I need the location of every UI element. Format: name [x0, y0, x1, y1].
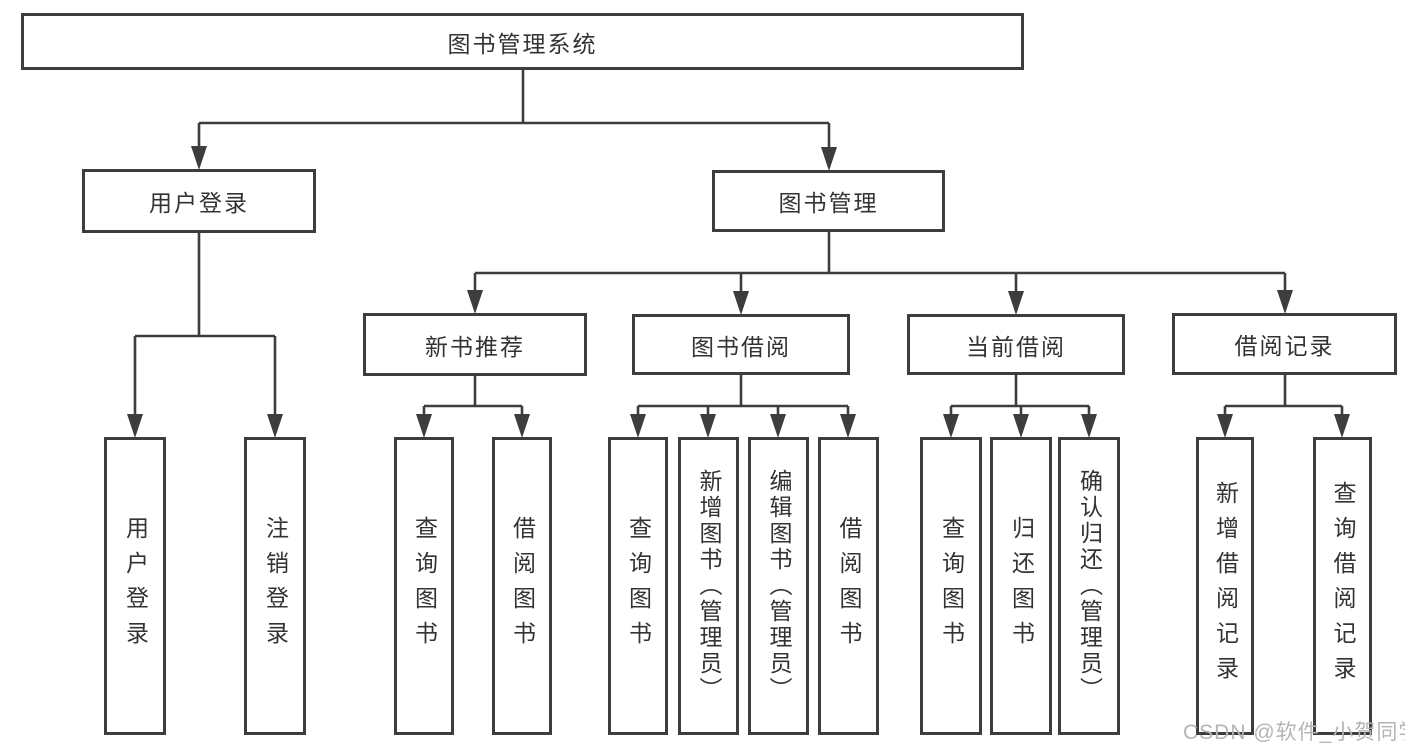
leaf-label: 借阅图书 — [836, 516, 862, 656]
leaf-query-books-recommend: 查询图书 — [394, 437, 454, 735]
node-library-management-system: 图书管理系统 — [21, 13, 1024, 70]
arrowhead-icons — [127, 146, 1350, 438]
leaf-borrow-books-recommend: 借阅图书 — [492, 437, 552, 735]
leaf-return-books: 归还图书 — [990, 437, 1052, 735]
leaf-label: 注销登录 — [262, 516, 289, 656]
leaf-label: 查询图书 — [411, 516, 438, 656]
leaf-label: 新增借阅记录 — [1212, 481, 1239, 691]
node-new-book-recommend: 新书推荐 — [363, 313, 587, 376]
node-current-borrowing: 当前借阅 — [907, 314, 1125, 375]
node-user-login: 用户登录 — [82, 169, 316, 233]
leaf-confirm-return-admin: 确认归还（管理员） — [1058, 437, 1120, 735]
node-borrow-records: 借阅记录 — [1172, 313, 1397, 375]
leaf-borrow-books-borrowing: 借阅图书 — [818, 437, 879, 735]
leaf-label: 借阅图书 — [509, 516, 536, 656]
leaf-edit-book-admin: 编辑图书（管理员） — [748, 437, 809, 735]
leaf-query-borrow-record: 查询借阅记录 — [1313, 437, 1372, 735]
node-book-borrowing: 图书借阅 — [632, 314, 850, 375]
leaf-label: 查询图书 — [938, 516, 965, 656]
leaf-label: 新增图书（管理员） — [696, 469, 722, 703]
leaf-query-books-borrowing: 查询图书 — [608, 437, 668, 735]
leaf-label: 归还图书 — [1008, 516, 1035, 656]
leaf-label: 查询图书 — [625, 516, 652, 656]
leaf-label: 确认归还（管理员） — [1076, 469, 1103, 703]
leaf-label: 查询借阅记录 — [1330, 481, 1356, 691]
leaf-logout: 注销登录 — [244, 437, 306, 735]
leaf-add-borrow-record: 新增借阅记录 — [1196, 437, 1254, 735]
leaf-label: 编辑图书（管理员） — [766, 469, 792, 703]
leaf-query-books-current: 查询图书 — [920, 437, 982, 735]
leaf-label: 用户登录 — [122, 516, 149, 656]
node-book-management: 图书管理 — [712, 170, 945, 232]
leaf-user-login: 用户登录 — [104, 437, 166, 735]
watermark: CSDN @软件_小贺同学 — [1183, 721, 1405, 744]
leaf-add-book-admin: 新增图书（管理员） — [678, 437, 739, 735]
